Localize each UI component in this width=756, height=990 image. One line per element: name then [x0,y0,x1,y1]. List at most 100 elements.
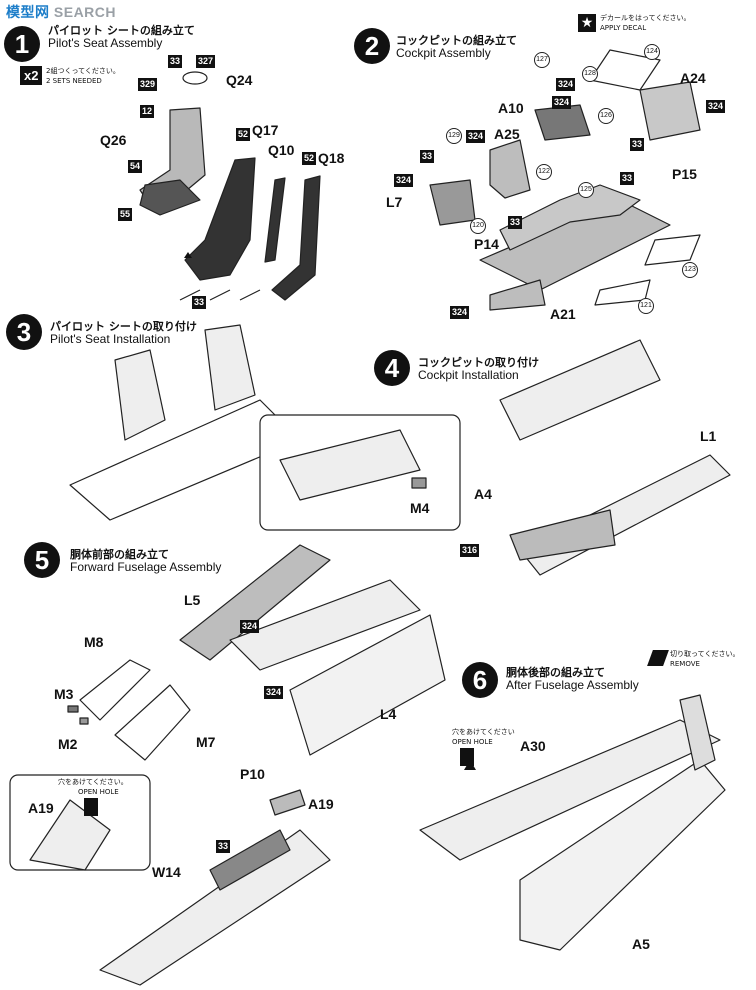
inset-fuselage [279,429,421,501]
part-circle: 125 [578,182,594,198]
part-number-box: 324 [556,78,576,91]
step1-number: 1 [4,26,40,62]
part-label: L5 [184,592,201,608]
part-label: P15 [672,166,697,182]
part-number-box: 327 [196,55,216,68]
step6-title-jp: 胴体後部の組み立て [506,666,605,679]
step2-number: 2 [354,28,390,64]
part-label: Q18 [318,150,345,166]
seat-rail-part [264,177,286,263]
part-number-box: 55 [118,208,133,221]
cockpit-install-tub [499,339,661,441]
aft-fuselage-a5 [519,759,726,951]
hole-inset-a19 [29,799,111,871]
part-number-box: 324 [552,96,572,109]
part-label: A25 [494,126,520,142]
star-icon: ★ [578,14,596,32]
seat-install-left [114,349,166,441]
part-number-box: 33 [420,150,435,163]
part-number-box: 329 [138,78,158,91]
part-number-box: 316 [460,544,480,557]
part-number-box: 33 [508,216,523,229]
part-circle: 128 [582,66,598,82]
watermark: 模型网 SEARCH [6,2,116,22]
fwd-fuselage-tub [229,579,421,671]
part-number-box: 324 [450,306,470,319]
part-number-box: 33 [168,55,183,68]
step4-title-jp: コックピットの取り付け [418,356,539,369]
step1-multiplier: x2 [20,66,43,85]
step1-mult-jp: 2組つくってください。 [46,67,120,75]
step6-remove-jp: 切り取ってください。 [670,650,740,658]
part-number-box: 52 [236,128,251,141]
part-number-box: 12 [140,105,155,118]
part-number-box: 324 [240,620,260,633]
step5-number: 5 [24,542,60,578]
step6-hole-jp: 穴をあけてください [452,728,515,736]
part-number-box: 33 [620,172,635,185]
part-label: A24 [680,70,706,86]
step1-title-jp: パイロット シートの組み立て [48,24,195,37]
part-circle: 129 [446,128,462,144]
part-m3 [67,705,79,713]
part-label: A19 [308,796,334,812]
part-label: L4 [380,706,397,722]
part-label: A21 [550,306,576,322]
part-number-box: 33 [630,138,645,151]
part-label: A4 [474,486,492,502]
aft-fuselage-a30 [419,719,721,861]
part-label: M7 [196,734,216,750]
part-label: A30 [520,738,546,754]
seat-side-part [271,175,321,301]
part-m2 [79,717,89,725]
part-label: P14 [474,236,499,252]
part-label: M8 [84,634,104,650]
step1-mult-en: 2 SETS NEEDED [46,77,102,85]
step3-title-en: Pilot's Seat Installation [50,332,171,346]
part-number-box: 54 [128,160,143,173]
nose-a19 [269,789,306,816]
step1-title-en: Pilot's Seat Assembly [48,36,163,50]
part-circle: 122 [536,164,552,180]
part-circle: 121 [638,298,654,314]
part-circle: 124 [644,44,660,60]
aft-fin [679,694,716,771]
drill-hole-icon [84,798,98,816]
part-circle: 120 [470,218,486,234]
step2-title-en: Cockpit Assembly [396,46,491,60]
seat-frame-part [184,157,256,281]
inset-m4-part [411,477,427,489]
step6-hole-en: OPEN HOLE [452,738,493,746]
part-label: Q24 [226,72,253,88]
step5-hole-jp: 穴をあけてください。 [58,778,128,786]
part-number-box: 324 [466,130,486,143]
watermark-cn: 模型网 [6,4,50,20]
seat-ring-part [182,71,208,85]
part-label: L7 [386,194,403,210]
floor-a21 [489,279,546,311]
part-label: L1 [700,428,717,444]
cockpit-install-l1 [519,454,731,576]
step2-decal-en: APPLY DECAL [600,24,647,32]
watermark-en: SEARCH [53,4,117,20]
part-label: A10 [498,100,524,116]
nose-cockpit [209,829,291,891]
step6-number: 6 [462,662,498,698]
part-label: M3 [54,686,74,702]
part-number-box: 324 [706,100,726,113]
part-circle: 123 [682,262,698,278]
seat-install-right [204,324,256,411]
step3-number: 3 [6,314,42,350]
seat-panel-a25 [489,139,531,199]
drill-hole-icon [460,748,474,766]
step3-title-jp: パイロット シートの取り付け [50,320,197,333]
fwd-fuselage-l4 [289,614,446,756]
seat-base-part [139,179,201,216]
canopy-m8 [79,659,151,721]
step4-title-en: Cockpit Installation [418,368,519,382]
step2-title-jp: コックピットの組み立て [396,34,517,47]
panel-a10 [534,104,591,141]
panel-l7 [429,179,476,226]
